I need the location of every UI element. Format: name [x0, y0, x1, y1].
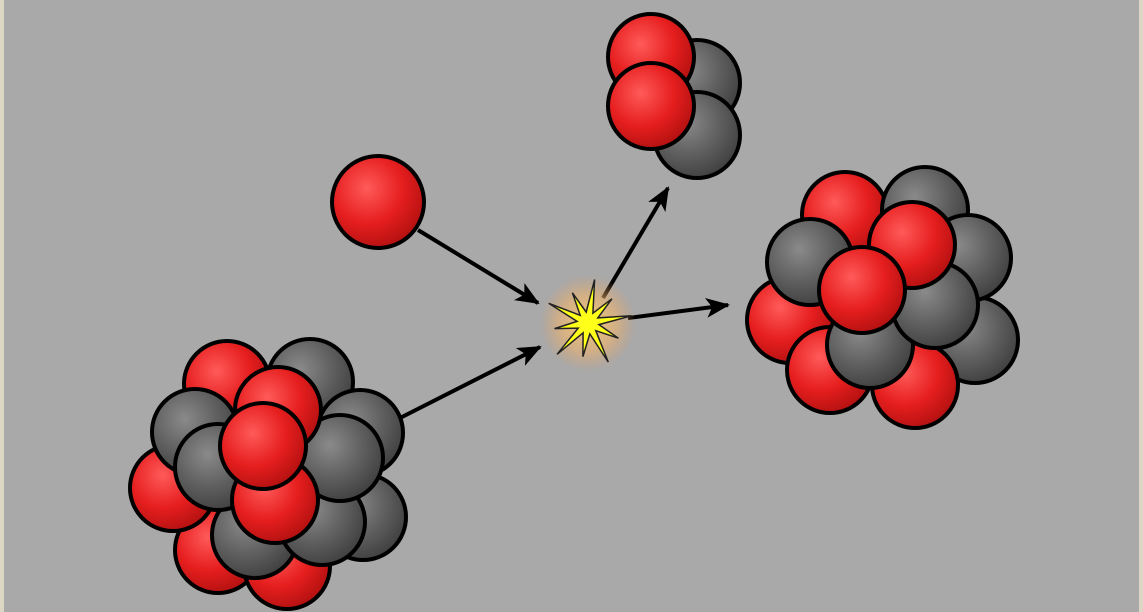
arrow-icon	[627, 297, 730, 320]
proton-sphere	[218, 401, 308, 491]
emitted-light-fragment	[606, 12, 742, 180]
target-nucleus	[128, 337, 408, 611]
arrow-icon	[601, 186, 670, 300]
incoming-particle	[330, 154, 426, 250]
star-burst-icon	[548, 279, 632, 363]
arrow-icon	[416, 228, 540, 305]
proton-sphere	[330, 154, 426, 250]
product-nucleus	[745, 165, 1020, 430]
reaction-arrows	[399, 186, 730, 420]
proton-sphere	[606, 61, 696, 151]
collision-flash	[540, 275, 636, 371]
proton-sphere	[817, 245, 907, 335]
arrow-icon	[399, 345, 542, 420]
